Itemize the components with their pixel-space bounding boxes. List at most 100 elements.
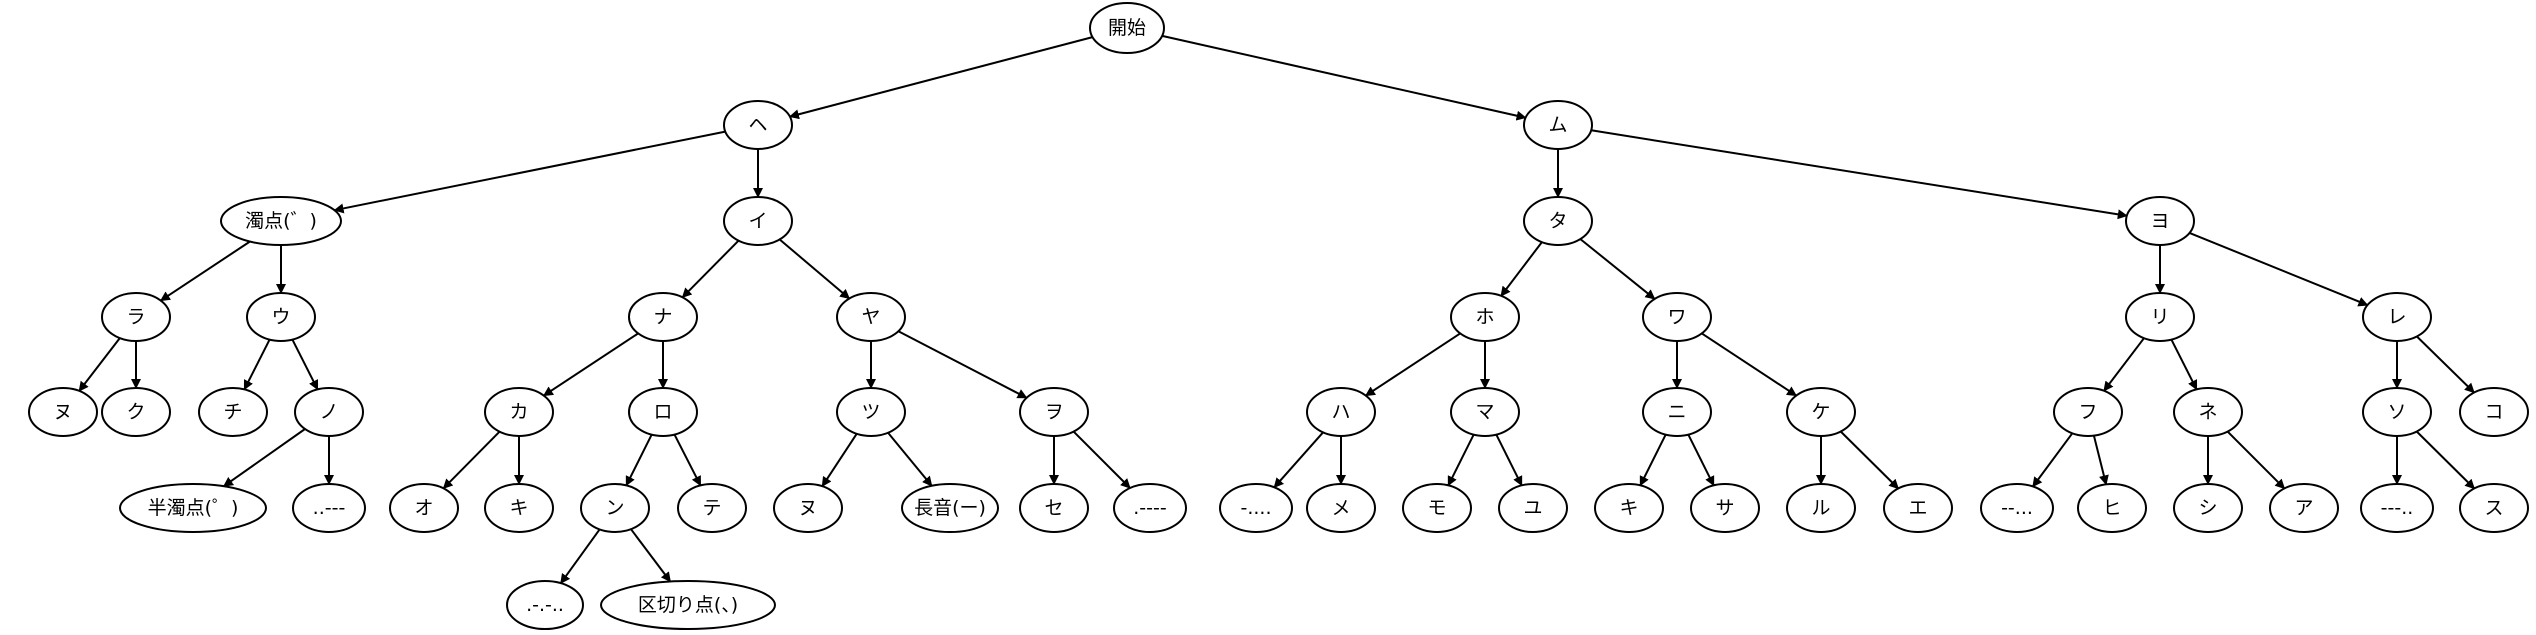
tree-node-n-fu-dot: --... [1980, 483, 2054, 533]
node-ellipse [1219, 483, 1293, 533]
node-label: カ [509, 401, 528, 423]
tree-node-n-yu: ユ [1498, 483, 1568, 533]
node-label: エ [1908, 497, 1927, 519]
edge-n_yo-to-n_re [2189, 231, 2369, 307]
tree-node-n-ni: ニ [1642, 387, 1712, 437]
node-ellipse [1690, 483, 1760, 533]
edge-n_ra-to-n_nu [78, 337, 121, 392]
node-label: ヨ [2150, 210, 2169, 232]
tree-node-n-kugiri: 区切り点(、) [600, 580, 776, 630]
node-label: サ [1715, 497, 1734, 519]
node-label: ヲ [1044, 401, 1063, 423]
node-label: ノ [319, 401, 338, 423]
node-ellipse [484, 483, 554, 533]
tree-node-n-yo: ヨ [2125, 196, 2195, 246]
node-ellipse [723, 100, 793, 150]
edge-root-to-n_he [788, 36, 1093, 120]
node-ellipse [101, 292, 171, 342]
node-ellipse [2362, 387, 2432, 437]
node-label: ウ [271, 306, 290, 328]
node-ellipse [1594, 483, 1664, 533]
node-ellipse [484, 387, 554, 437]
node-ellipse [1786, 387, 1856, 437]
edge-n_so-to-n_su [2415, 430, 2476, 490]
edge-n_tsu-to-n_nu2 [821, 433, 858, 488]
node-label: ク [126, 401, 145, 423]
node-label: ナ [653, 306, 672, 328]
edge-n_ha-to-n_ha_dot [1273, 431, 1324, 489]
node-ellipse [246, 292, 316, 342]
tree-node-n-n-dot: .-.-.. [506, 580, 584, 630]
node-label: ---.. [2381, 497, 2414, 519]
node-label: ン [605, 497, 624, 519]
node-ellipse [2459, 387, 2529, 437]
node-ellipse [292, 483, 366, 533]
tree-node-n-chouon: 長音(ー) [901, 483, 999, 533]
node-ellipse [1306, 387, 1376, 437]
node-label: ハ [1331, 401, 1350, 423]
tree-node-n-na: ナ [628, 292, 698, 342]
edge-n_i-to-n_na [681, 239, 740, 299]
edge-n_fu-to-n_hi [2092, 435, 2109, 486]
tree-node-n-u: ウ [246, 292, 316, 342]
tree-node-n-wo-dot: .---- [1113, 483, 1187, 533]
node-label: モ [1427, 497, 1446, 519]
tree-node-n-wo: ヲ [1019, 387, 1089, 437]
node-ellipse [2125, 196, 2195, 246]
node-ellipse [198, 387, 268, 437]
node-label: レ [2387, 306, 2406, 328]
node-ellipse [836, 292, 906, 342]
node-ellipse [773, 483, 843, 533]
node-label: チ [223, 401, 242, 423]
tree-node-n-fu: フ [2053, 387, 2123, 437]
node-ellipse [901, 483, 999, 533]
node-label: ヌ [798, 497, 817, 519]
tree-node-n-nu2: ヌ [773, 483, 843, 533]
node-ellipse [2459, 483, 2529, 533]
node-label: ソ [2387, 401, 2406, 423]
node-label: ..--- [313, 497, 346, 519]
edge-n_tsu-to-n_chouon [887, 432, 933, 487]
tree-node-n-i: イ [723, 196, 793, 246]
tree-node-n-ko: コ [2459, 387, 2529, 437]
edge-n_ho-to-n_ha [1364, 332, 1461, 397]
node-label: ホ [1475, 306, 1494, 328]
tree-node-n-dakuten: 濁点(゛) [220, 196, 342, 246]
tree-node-n-no: ノ [294, 387, 364, 437]
edge-n_n-to-n_n_dot [559, 528, 601, 585]
node-ellipse [1019, 483, 1089, 533]
tree-node-n-o: オ [389, 483, 459, 533]
node-ellipse [506, 580, 584, 630]
edge-n_wa-to-n_ke [1701, 332, 1798, 397]
tree-node-n-so: ソ [2362, 387, 2432, 437]
edge-n_he-to-n_dakuten [333, 130, 726, 214]
node-label: ユ [1523, 497, 1542, 519]
node-ellipse [1980, 483, 2054, 533]
node-label: --... [2001, 497, 2033, 519]
node-label: ニ [1667, 401, 1686, 423]
node-ellipse [101, 387, 171, 437]
edge-n_wo-to-n_wo_dot [1072, 430, 1131, 489]
tree-node-n-e: エ [1883, 483, 1953, 533]
tree-node-n-ha-dot: -.... [1219, 483, 1293, 533]
edge-n_mu-to-n_yo [1591, 129, 2128, 220]
node-label: テ [702, 497, 721, 519]
edge-n_ro-to-n_n [625, 434, 653, 487]
edge-n_ta-to-n_ho [1500, 241, 1543, 297]
node-ellipse [2077, 483, 2147, 533]
node-ellipse [28, 387, 98, 437]
tree-node-n-wa: ワ [1642, 292, 1712, 342]
node-label: ヒ [2102, 497, 2121, 519]
node-ellipse [1402, 483, 1472, 533]
node-label: イ [748, 210, 767, 232]
node-label: ヤ [861, 306, 880, 328]
edge-n_u-to-n_chi [243, 339, 271, 391]
edge-n_dakuten-to-n_ra [159, 240, 251, 302]
node-ellipse [723, 196, 793, 246]
tree-node-n-te: テ [677, 483, 747, 533]
edges-layer [78, 34, 2476, 585]
node-label: キ [1619, 497, 1638, 519]
node-label: ヘ [748, 114, 767, 136]
node-label: ツ [861, 401, 880, 423]
node-ellipse [2125, 292, 2195, 342]
